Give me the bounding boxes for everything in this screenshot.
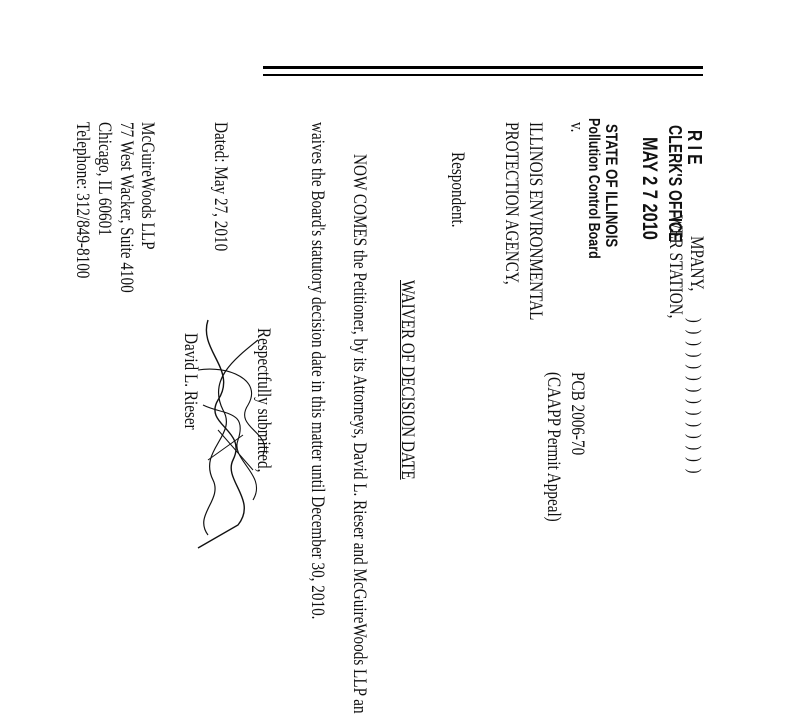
- firm-street: 77 West Wacker, Suite 4100: [116, 122, 137, 293]
- signature-name: David L. Rieser: [180, 333, 201, 430]
- petitioner-line-2: WER STATION,: [665, 215, 686, 319]
- stamp-date: MAY 2 7 2010: [638, 137, 661, 240]
- firm-name: McGuireWoods LLP: [137, 122, 158, 250]
- caption-bracket: ) ) ) ) ) ) ) ) ) ) ) ) ) ): [685, 318, 705, 476]
- respondent-role: Respondent.: [447, 152, 468, 228]
- petitioner-line-1: MPANY,: [686, 236, 707, 292]
- respondent-line-2: PROTECTION AGENCY,: [501, 122, 522, 285]
- document-title: WAIVER OF DECISION DATE: [397, 280, 418, 480]
- firm-city: Chicago, IL 60601: [94, 122, 115, 236]
- stamp-partial: R I E: [683, 130, 705, 165]
- stamp-state: STATE OF ILLINOIS: [602, 124, 621, 248]
- header-rule: [263, 74, 703, 76]
- stamp-board: Pollution Control Board: [585, 118, 602, 259]
- document-page: R I E CLERK'S OFFICE MAY 2 7 2010 STATE …: [72, 66, 707, 714]
- body-line-2: waives the Board's statutory decision da…: [307, 122, 328, 620]
- firm-phone: Telephone: 312/849-8100: [72, 122, 93, 279]
- handwritten-signature: [197, 319, 266, 549]
- body-line-1: NOW COMES the Petitioner, by its Attorne…: [349, 154, 370, 714]
- versus: v.: [566, 122, 587, 133]
- case-number: PCB 2006-70: [567, 372, 588, 456]
- respondent-line-1: ILLINOIS ENVIRONMENTAL: [525, 122, 546, 321]
- date-line: Dated: May 27, 2010: [210, 122, 231, 252]
- header-rule: [263, 66, 703, 69]
- case-type: (CAAPP Permit Appeal): [543, 372, 564, 522]
